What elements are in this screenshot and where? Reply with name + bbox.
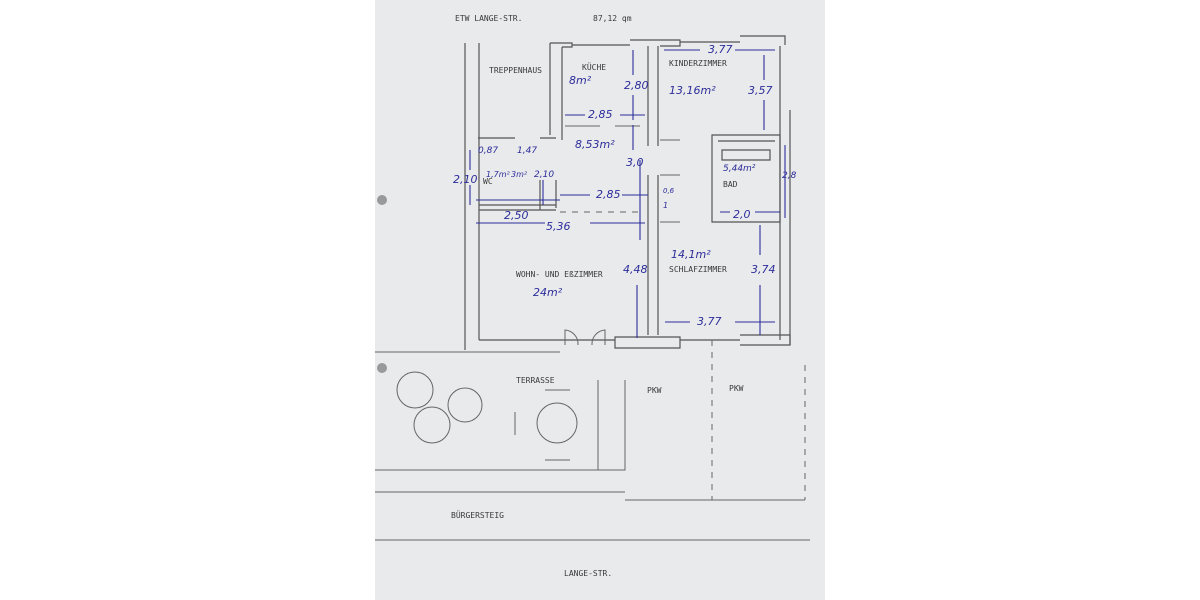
handwritten-annotations: 8m² 2,80 13,16m² 3,77 3,57 2,85 8,53m² 3… — [453, 43, 797, 328]
total-area: 87,12 qm — [593, 14, 632, 23]
annotation: 13,16m² — [669, 84, 716, 97]
annotation: 1 — [663, 201, 668, 210]
annotation: 3,77 — [708, 43, 733, 56]
annotation: 4,48 — [623, 263, 648, 276]
annotation: 2,8 — [782, 171, 797, 181]
street-name: LANGE-STR. — [564, 569, 612, 578]
annotation: 3,57 — [748, 84, 773, 97]
annotation: 2,10 — [453, 173, 478, 186]
annotation: 3,74 — [751, 263, 776, 276]
room-labels: TREPPENHAUS KÜCHE KINDERZIMMER WC BAD WO… — [451, 59, 744, 578]
walls — [464, 35, 791, 350]
annotation: 5,44m² — [723, 164, 756, 174]
area-buergersteig: BÜRGERSTEIG — [451, 510, 504, 520]
annotation: 1,7m² — [486, 170, 511, 179]
room-wohnzimmer: WOHN- UND EßZIMMER — [516, 270, 603, 279]
annotation: 1,47 — [517, 146, 537, 156]
document-title: ETW LANGE-STR. — [455, 14, 522, 23]
room-schlafzimmer: SCHLAFZIMMER — [669, 265, 727, 274]
annotation: 2,10 — [534, 170, 554, 180]
dimension-lines — [469, 49, 786, 338]
area-terrasse: TERRASSE — [516, 376, 555, 385]
annotation: 24m² — [533, 286, 563, 299]
annotation: 2,85 — [596, 188, 621, 201]
room-kueche: KÜCHE — [582, 62, 606, 72]
annotation: 2,0 — [733, 208, 751, 221]
annotation: 8m² — [569, 74, 592, 87]
annotation: 3,77 — [697, 315, 722, 328]
annotation: 0,6 — [663, 187, 675, 195]
area-pkw-1: PKW — [647, 386, 662, 395]
annotation: 3m² — [511, 170, 528, 179]
punch-hole — [377, 195, 387, 205]
garden — [375, 340, 810, 541]
room-bad: BAD — [723, 180, 738, 189]
punch-hole — [377, 363, 387, 373]
annotation: 2,50 — [504, 209, 529, 222]
area-pkw-2: PKW — [729, 384, 744, 393]
annotation: 14,1m² — [671, 248, 711, 261]
annotation: 5,36 — [546, 220, 571, 233]
room-treppenhaus: TREPPENHAUS — [489, 66, 542, 75]
annotation: 0,87 — [478, 146, 498, 156]
annotation: 2,80 — [624, 79, 649, 92]
annotation: 3,0 — [626, 156, 644, 169]
room-wc: WC — [483, 177, 493, 186]
room-kinderzimmer: KINDERZIMMER — [669, 59, 727, 68]
annotation: 8,53m² — [575, 138, 615, 151]
annotation: 2,85 — [588, 108, 613, 121]
